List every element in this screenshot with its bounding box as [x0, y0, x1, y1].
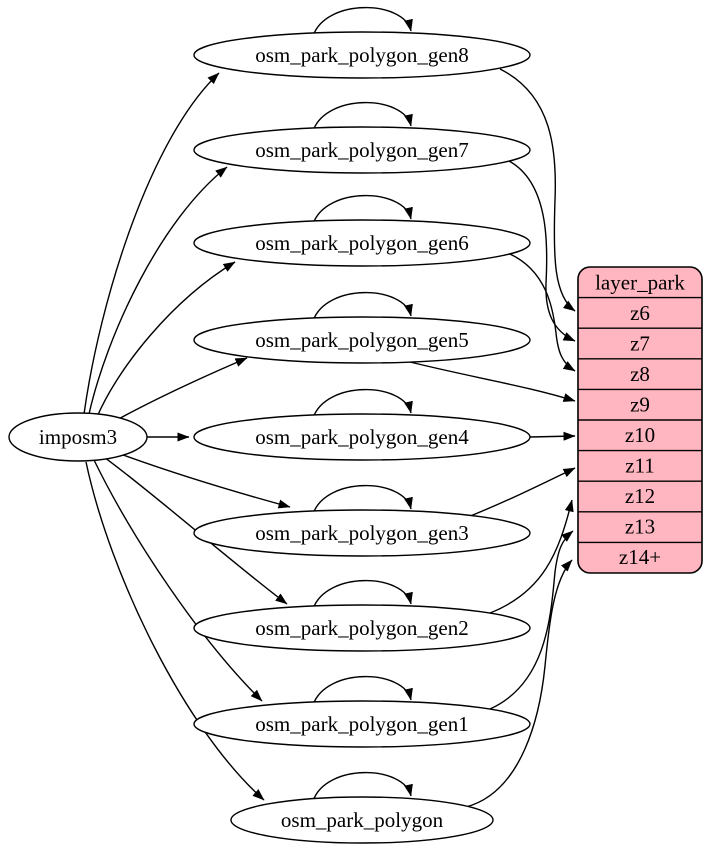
layer-row-z12: z12 [625, 484, 655, 508]
edge-imposm3-gen1 [93, 459, 263, 702]
self-loop-gen6 [312, 194, 413, 225]
edge-imposm3-gen6 [96, 261, 236, 418]
node-osm-park-polygon: osm_park_polygon [230, 796, 494, 844]
table-label: osm_park_polygon_gen6 [255, 231, 468, 255]
edge-imposm3-polygon [85, 461, 265, 801]
edge-gen6-z8 [509, 253, 576, 372]
table-ellipse [193, 316, 531, 364]
edge-gen5-z9 [405, 360, 576, 402]
table-label: osm_park_polygon_gen8 [255, 43, 468, 67]
table-ellipse [193, 700, 531, 748]
table-label: osm_park_polygon_gen7 [255, 138, 468, 162]
edge-imposm3-gen3 [114, 451, 291, 509]
table-ellipse [193, 509, 531, 557]
self-loop-gen1 [312, 675, 413, 706]
edge-gen7-z7 [508, 160, 576, 342]
self-loop-gen5 [312, 291, 413, 322]
table-label: osm_park_polygon [281, 808, 444, 832]
node-osm-park-polygon-gen5: osm_park_polygon_gen5 [193, 316, 531, 364]
self-loop-gen3 [312, 484, 413, 515]
table-ellipse [230, 796, 494, 844]
edge-gen1-z13 [489, 530, 574, 710]
edge-imposm3-gen8 [83, 72, 220, 415]
layer-row-z6: z6 [630, 301, 650, 325]
edge-imposm3-gen5 [112, 357, 248, 423]
edges-tables-to-layer [405, 68, 576, 808]
self-loop-edges [312, 6, 413, 802]
node-osm-park-polygon-gen3: osm_park_polygon_gen3 [193, 509, 531, 557]
edge-imposm3-gen2 [103, 456, 288, 605]
self-loop-gen2 [312, 579, 413, 610]
node-osm-park-polygon-gen6: osm_park_polygon_gen6 [193, 219, 531, 267]
edge-polygon-z14 [465, 559, 573, 808]
node-osm-park-polygon-gen4: osm_park_polygon_gen4 [193, 413, 531, 461]
table-label: osm_park_polygon_gen3 [255, 521, 468, 545]
self-loop-gen8 [312, 6, 413, 37]
table-label: osm_park_polygon_gen1 [255, 712, 468, 736]
layer-row-z10: z10 [625, 423, 655, 447]
node-osm-park-polygon-gen1: osm_park_polygon_gen1 [193, 700, 531, 748]
node-osm-park-polygon-gen7: osm_park_polygon_gen7 [193, 126, 531, 174]
layer-row-z14: z14+ [619, 545, 661, 569]
self-loop-gen4 [312, 388, 413, 419]
layer-park-title: layer_park [595, 271, 685, 295]
imposm3-label: imposm3 [39, 425, 117, 449]
edge-gen8-z6 [499, 68, 576, 312]
node-layer-park: layer_park z6 z7 z8 z9 z10 z11 z12 z13 z… [577, 266, 703, 574]
table-ellipse [193, 413, 531, 461]
table-ellipse [193, 219, 531, 267]
layer-row-z7: z7 [630, 332, 650, 356]
table-label: osm_park_polygon_gen2 [255, 616, 468, 640]
edge-gen4-z10 [529, 431, 576, 441]
node-osm-park-polygon-gen8: osm_park_polygon_gen8 [193, 31, 531, 79]
edges-source-to-tables [83, 72, 291, 801]
layer-row-z8: z8 [630, 362, 650, 386]
self-loop-polygon [312, 771, 413, 802]
edge-gen3-z11 [467, 467, 576, 518]
table-label: osm_park_polygon_gen4 [255, 425, 469, 449]
node-imposm3: imposm3 [8, 412, 148, 462]
table-ellipse [193, 604, 531, 652]
layer-row-z13: z13 [625, 515, 655, 539]
table-ellipse [193, 126, 531, 174]
imposm3-ellipse [8, 412, 148, 462]
table-label: osm_park_polygon_gen5 [255, 328, 468, 352]
node-osm-park-polygon-gen2: osm_park_polygon_gen2 [193, 604, 531, 652]
table-ellipse [193, 31, 531, 79]
edge-gen2-z12 [489, 499, 574, 614]
edge-imposm3-gen7 [88, 166, 228, 415]
self-loop-gen7 [312, 101, 413, 132]
layer-row-z9: z9 [630, 393, 650, 417]
layer-row-z11: z11 [625, 454, 655, 478]
